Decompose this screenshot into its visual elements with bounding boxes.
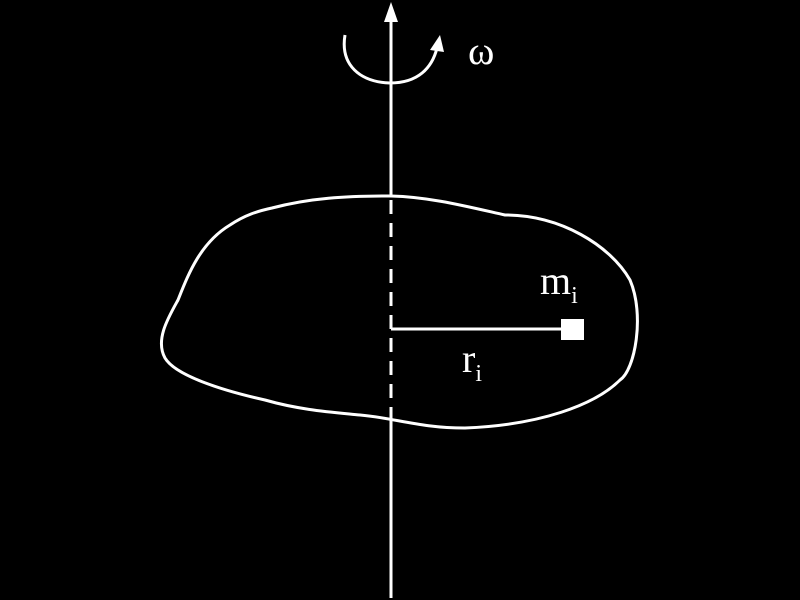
point-mass [561, 319, 584, 340]
rotation-axis-arrowhead [384, 2, 398, 22]
angular-velocity-label: ω [468, 28, 494, 73]
mass-label-subscript: i [571, 283, 578, 309]
rotation-direction-arrowhead [430, 35, 444, 52]
radius-label: ri [462, 336, 482, 387]
radius-label-main: r [462, 336, 475, 381]
mass-label-main: m [540, 258, 571, 303]
rotation-direction-arc [342, 34, 439, 85]
mass-label: mi [540, 258, 578, 309]
radius-label-subscript: i [475, 361, 482, 387]
rigid-body-outline [159, 194, 639, 430]
